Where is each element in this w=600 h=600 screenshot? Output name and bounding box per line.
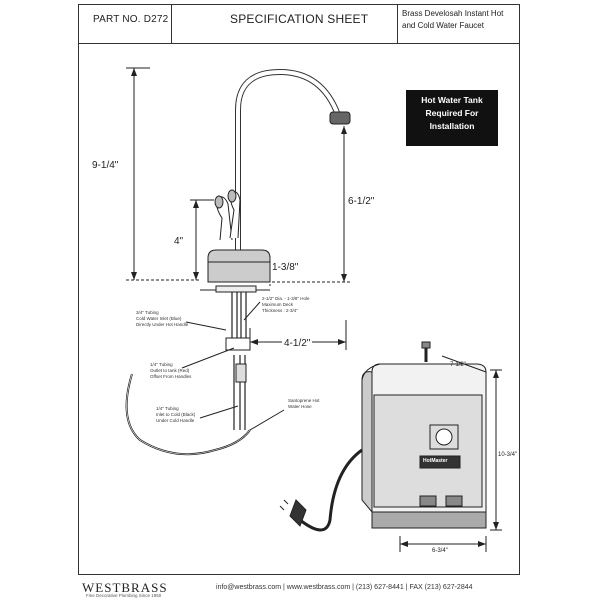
part-number: PART NO. D272 [93, 14, 169, 25]
note-line: Under Cold Handle [156, 418, 195, 423]
header-box [78, 4, 520, 44]
power-plug [289, 499, 307, 527]
dimension-tank-height: 10-3/4" [498, 452, 518, 458]
description-line: and Cold Water Faucet [402, 21, 484, 30]
dimension-tank-depth: 7-1/2" [450, 362, 466, 368]
note-line: Cold Water Inlet (Blue) [136, 316, 182, 321]
note-line: 3/4" Tubing [136, 310, 159, 315]
logo-tagline: Fine Decorative Plumbing Since 1950 [86, 593, 162, 598]
note-line: Santoprene Hot [288, 398, 320, 403]
note-line: 2-1/2" Dia. - 1-3/8" Hole [262, 296, 310, 301]
product-description: Brass Develosah Instant Hot and Cold Wat… [402, 8, 518, 32]
dimension-reach: 4-1/2" [282, 338, 313, 349]
description-line: Brass Develosah Instant Hot [402, 9, 504, 18]
faucet-handles [214, 189, 241, 241]
temperature-dial [435, 428, 453, 446]
note-hose: Santoprene Hot Water Hose [288, 398, 320, 410]
tank-nameplate [419, 455, 461, 469]
hot-water-tank [361, 341, 487, 529]
installation-notice: Hot Water Tank Required For Installation [406, 90, 498, 146]
dimension-handle-height: 4" [174, 236, 184, 247]
connector [235, 363, 247, 383]
supply-tubes [231, 292, 247, 430]
notice-line: Hot Water Tank [421, 95, 483, 105]
note-line: Offset From Handles [150, 374, 192, 379]
note-line: Directly Under Hot Handle [136, 322, 189, 327]
note-line: 1/4" Tubing [156, 406, 179, 411]
header-divider [171, 5, 172, 43]
dimension-overall-height: 9-1/4" [92, 160, 119, 171]
dimension-tank-width: 6-3/4" [432, 548, 448, 554]
westbrass-logo: WESTBRASS [82, 580, 168, 595]
note-line: Inlet to Cold (Black) [156, 412, 196, 417]
spout-tip [329, 111, 351, 125]
note-inlet-black: 1/4" Tubing Inlet to Cold (Black) Under … [156, 406, 195, 424]
tank-brand-label: HotMaster [423, 458, 448, 464]
note-line: Outlet to tank (Red) [150, 368, 190, 373]
notice-line: Installation [429, 121, 475, 131]
drawing-frame [78, 43, 520, 575]
note-line: Thickness : 2-3/4" [262, 308, 298, 313]
power-cord [299, 448, 363, 532]
note-outlet-red: 1/4" Tubing Outlet to tank (Red) Offset … [150, 362, 191, 380]
faucet-base [207, 249, 271, 283]
dimension-base-width: 1-3/8" [272, 262, 299, 273]
note-line: 1/4" Tubing [150, 362, 173, 367]
note-cold-inlet: 3/4" Tubing Cold Water Inlet (Blue) Dire… [136, 310, 188, 328]
note-hole: 2-1/2" Dia. - 1-3/8" Hole Maximum Deck T… [262, 296, 309, 314]
sheet-title: SPECIFICATION SHEET [230, 12, 369, 26]
notice-line: Required For [425, 108, 479, 118]
dimension-spout-height: 6-1/2" [348, 196, 375, 207]
note-line: Water Hose [288, 404, 312, 409]
header-divider [397, 5, 398, 43]
contact-info: info@westbrass.com | www.westbrass.com |… [216, 584, 473, 591]
mounting-nut [225, 337, 251, 351]
note-line: Maximum Deck [262, 302, 294, 307]
